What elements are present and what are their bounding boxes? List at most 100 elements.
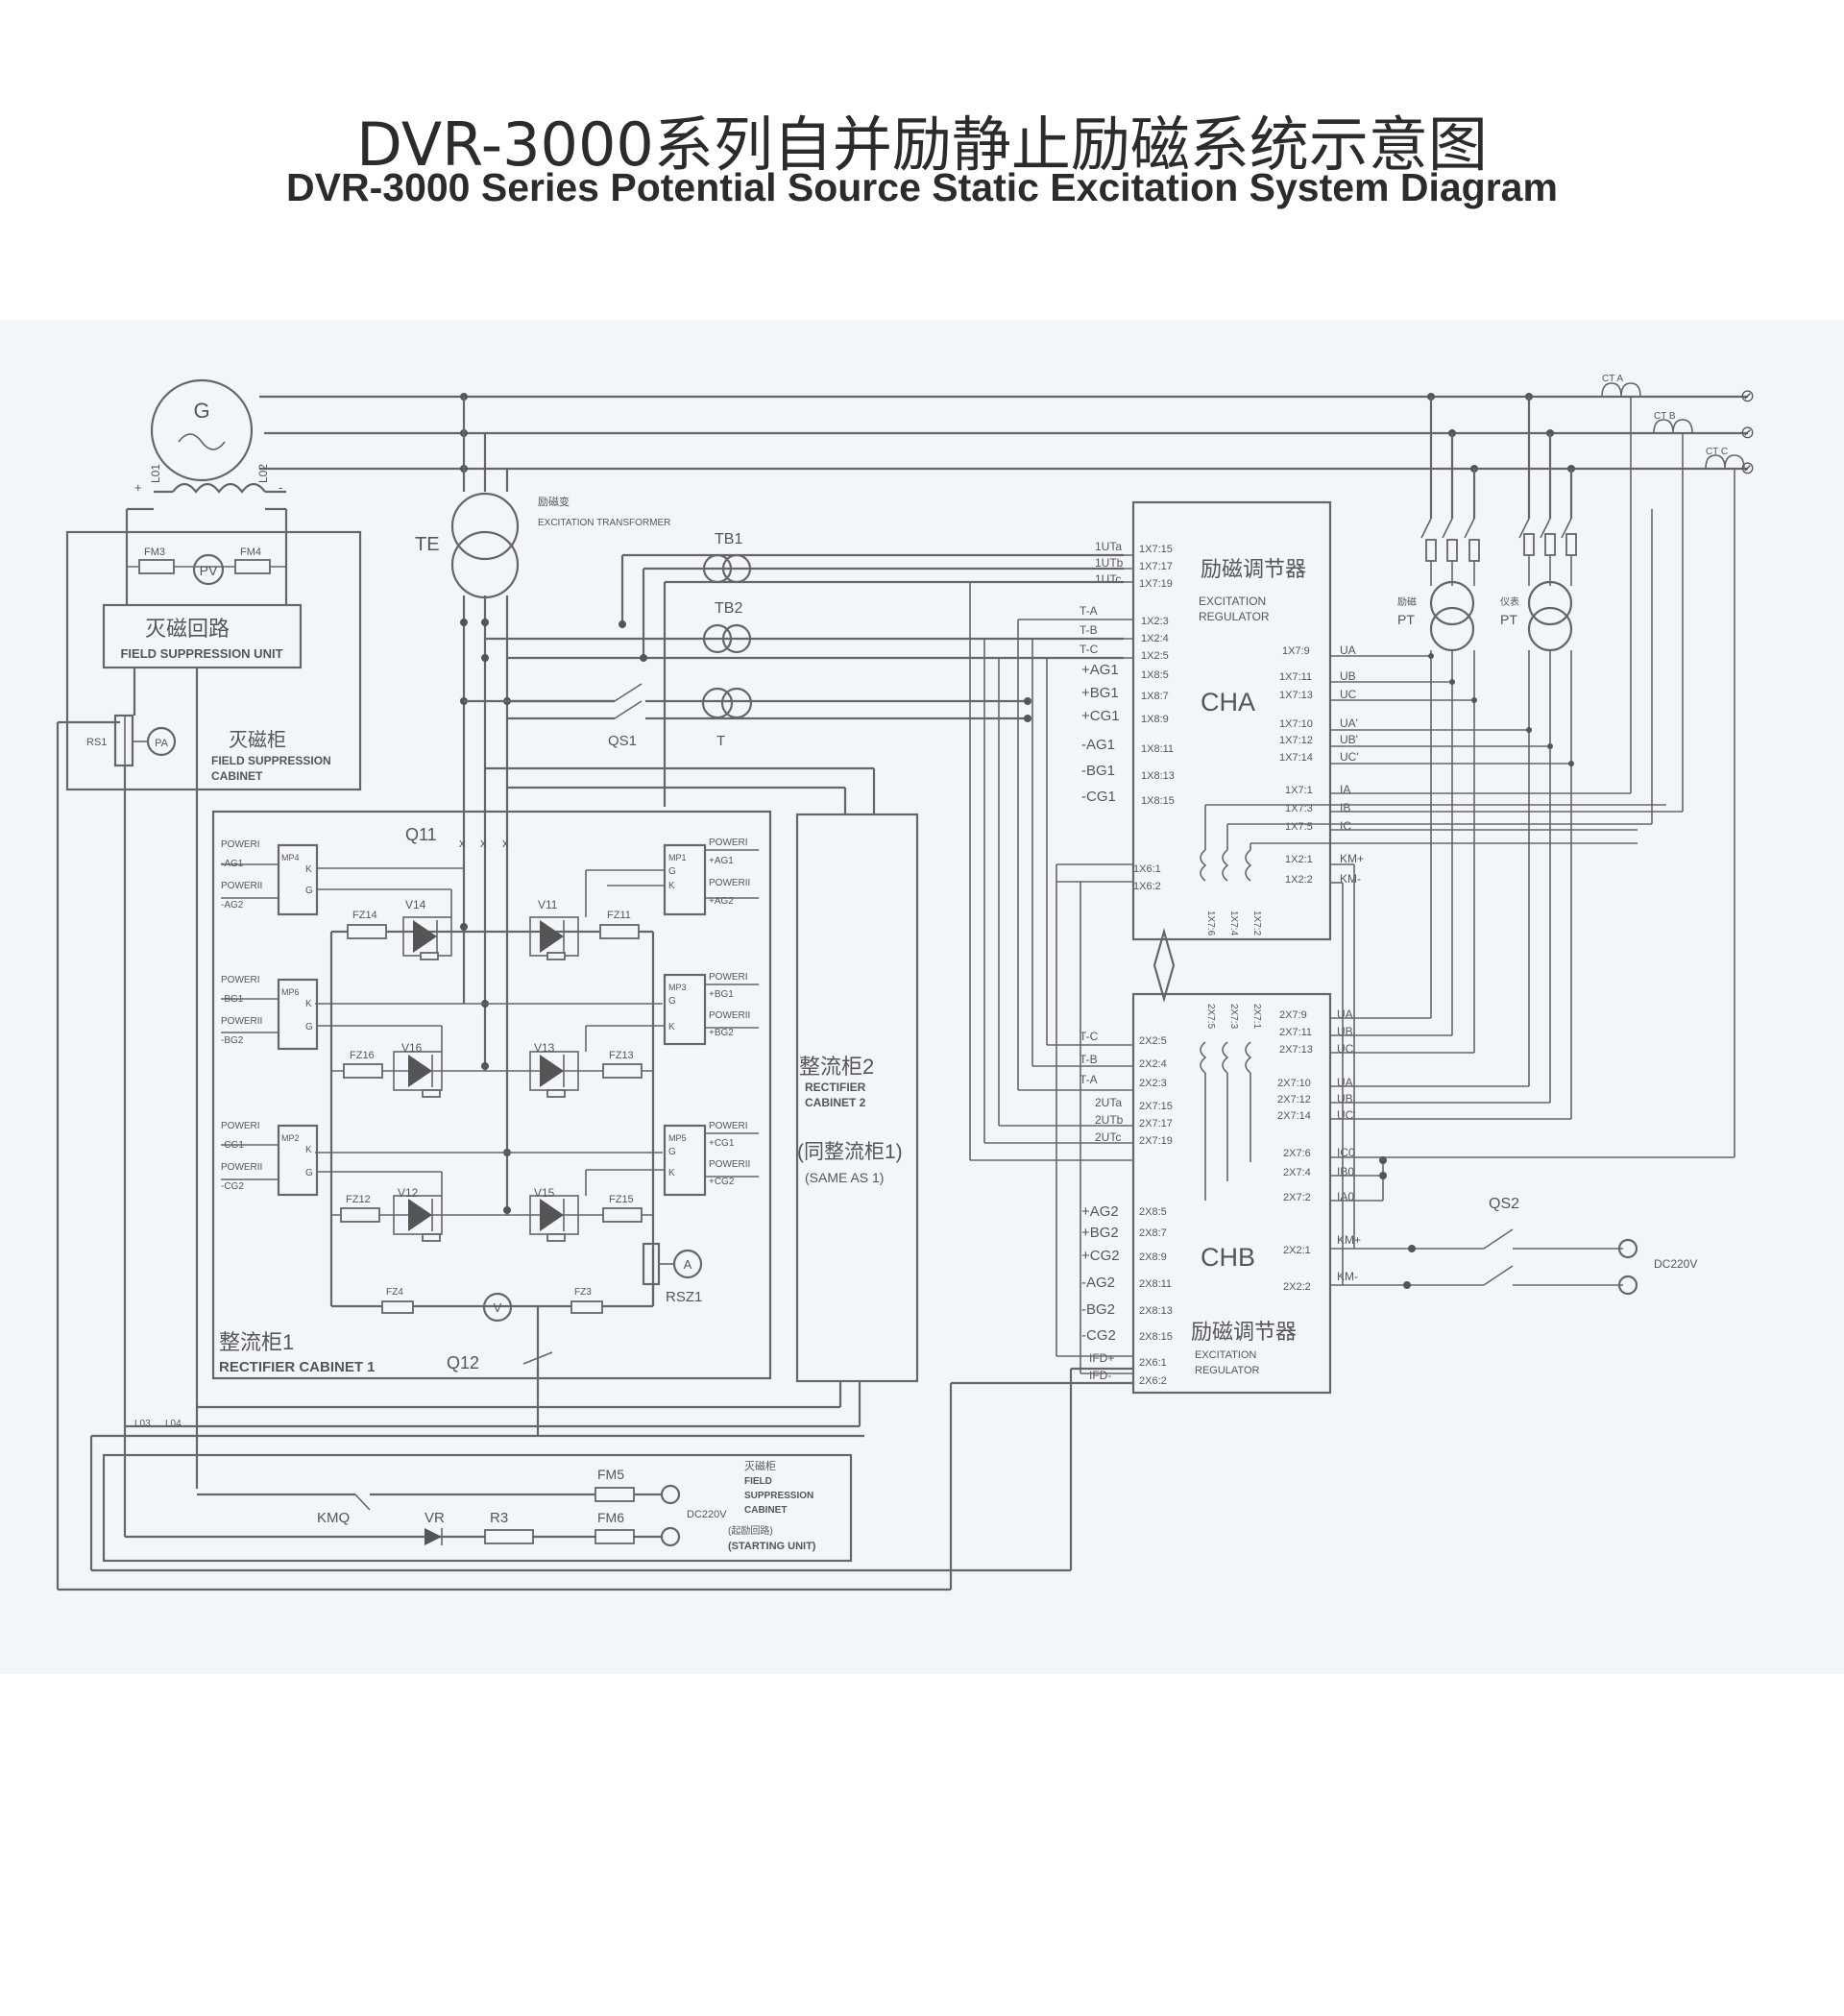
svg-text:IC: IC — [1340, 819, 1351, 833]
svg-text:-CG2: -CG2 — [1081, 1327, 1116, 1344]
ct-c-label: CT C — [1706, 447, 1728, 457]
te-cn: 励磁变 — [538, 495, 570, 508]
mp5-id: MP5 — [668, 1133, 687, 1143]
svg-text:IFD-: IFD- — [1089, 1369, 1111, 1382]
rsz1-label: RSZ1 — [666, 1289, 702, 1305]
svg-text:UA': UA' — [1340, 717, 1358, 730]
svg-text:2X6:2: 2X6:2 — [1139, 1375, 1167, 1387]
svg-text:KM+: KM+ — [1340, 852, 1364, 865]
svg-text:POWERI: POWERI — [709, 1121, 748, 1131]
rc2-note-cn: (同整流柜1) — [797, 1141, 903, 1163]
svg-text:1X7:6: 1X7:6 — [1205, 911, 1216, 936]
cha-name: CHA — [1201, 688, 1255, 717]
svg-text:2X7:17: 2X7:17 — [1139, 1118, 1173, 1129]
svg-text:T-C: T-C — [1080, 643, 1099, 656]
title-en: DVR-3000 Series Potential Source Static … — [286, 165, 1558, 209]
svg-text:IC0: IC0 — [1337, 1146, 1355, 1159]
generator-symbol: G — [193, 399, 209, 423]
ct-a-label: CT A — [1602, 374, 1623, 384]
regulator-cha: 励磁调节器 EXCITATION REGULATOR CHA 1X7:15 1X… — [1080, 500, 1666, 1004]
thyristor-v11: V11 — [529, 898, 579, 960]
svg-text:1X8:11: 1X8:11 — [1141, 743, 1174, 755]
svg-text:2X7:5: 2X7:5 — [1205, 1004, 1216, 1030]
fz16-label: FZ16 — [350, 1050, 375, 1061]
svg-text:UB': UB' — [1340, 733, 1358, 746]
voltmeter-v: V — [494, 1300, 502, 1315]
pt-exc-label: PT — [1397, 612, 1415, 627]
svg-text:1X7:17: 1X7:17 — [1139, 561, 1173, 572]
tb2-label: TB2 — [715, 600, 742, 617]
svg-text:+BG2: +BG2 — [709, 1028, 734, 1038]
svg-text:1X7:3: 1X7:3 — [1285, 803, 1313, 814]
rc1-en: RECTIFIER CABINET 1 — [219, 1359, 376, 1375]
svg-text:2X8:13: 2X8:13 — [1139, 1305, 1173, 1317]
svg-text:1X7:15: 1X7:15 — [1139, 544, 1173, 555]
lead-l03: L03 — [134, 1419, 151, 1429]
svg-text:2X8:15: 2X8:15 — [1139, 1331, 1173, 1343]
svg-text:T-A: T-A — [1080, 604, 1098, 618]
svg-text:UC: UC — [1340, 688, 1357, 701]
rc2-en-2: CABINET 2 — [805, 1096, 866, 1109]
svg-text:+AG2: +AG2 — [1081, 1203, 1119, 1220]
thyristor-v14: V14 — [402, 898, 452, 960]
ct-b-label: CT B — [1654, 411, 1676, 422]
svg-text:POWERII: POWERII — [709, 878, 750, 888]
schematic-canvas: G + L01 L02 - FM3 FM4 PV 灭磁回路 FIELD SUPP… — [56, 374, 1755, 1591]
svg-text:-CG2: -CG2 — [221, 1181, 244, 1192]
v16-label: V16 — [401, 1041, 423, 1055]
svg-text:2X8:11: 2X8:11 — [1139, 1278, 1172, 1290]
fz3-label: FZ3 — [574, 1287, 592, 1298]
svg-text:UB: UB — [1337, 1025, 1353, 1038]
svg-text:KM+: KM+ — [1337, 1233, 1361, 1247]
svg-text:-BG1: -BG1 — [221, 994, 244, 1005]
svg-text:-CG1: -CG1 — [221, 1140, 244, 1151]
svg-text:2X2:2: 2X2:2 — [1283, 1281, 1311, 1293]
svg-text:+CG1: +CG1 — [709, 1138, 735, 1149]
svg-text:K: K — [668, 881, 675, 891]
pt-exc-cn: 励磁 — [1397, 595, 1417, 608]
te-label: TE — [415, 534, 440, 555]
svg-text:IFD+: IFD+ — [1089, 1351, 1114, 1365]
svg-text:UC': UC' — [1337, 1108, 1356, 1122]
chb-cn: 励磁调节器 — [1191, 1320, 1297, 1344]
svg-text:2X7:12: 2X7:12 — [1277, 1094, 1311, 1105]
svg-text:-AG1: -AG1 — [1081, 737, 1115, 753]
gen-plus: + — [134, 480, 142, 495]
svg-text:2X2:4: 2X2:4 — [1139, 1058, 1167, 1070]
svg-text:T-A: T-A — [1080, 1073, 1098, 1086]
svg-text:⊘: ⊘ — [1740, 458, 1755, 477]
start-cn2: (起励回路) — [728, 1524, 773, 1537]
ammeter-a: A — [684, 1257, 692, 1272]
svg-text:G: G — [668, 996, 676, 1007]
svg-text:2X7:9: 2X7:9 — [1279, 1009, 1307, 1021]
svg-text:2X8:7: 2X8:7 — [1139, 1227, 1167, 1239]
svg-text:-BG1: -BG1 — [1081, 763, 1115, 779]
svg-text:-AG2: -AG2 — [221, 900, 244, 911]
svg-text:⊘: ⊘ — [1740, 386, 1755, 405]
svg-text:2X6:1: 2X6:1 — [1139, 1357, 1167, 1369]
svg-text:UA: UA — [1340, 644, 1356, 657]
svg-text:+BG2: +BG2 — [1081, 1225, 1119, 1241]
svg-text:2UTb: 2UTb — [1095, 1113, 1124, 1127]
tb1-label: TB1 — [715, 531, 742, 547]
svg-text:x: x — [459, 836, 466, 850]
svg-text:-BG2: -BG2 — [221, 1035, 244, 1046]
svg-text:-BG2: -BG2 — [1081, 1301, 1115, 1318]
svg-text:1X7:11: 1X7:11 — [1279, 671, 1312, 683]
svg-text:EXCITATION: EXCITATION — [1195, 1349, 1256, 1361]
svg-text:1X8:15: 1X8:15 — [1141, 795, 1175, 807]
svg-text:1X2:4: 1X2:4 — [1141, 633, 1169, 644]
svg-text:CABINET: CABINET — [744, 1505, 787, 1516]
r3-label: R3 — [490, 1510, 508, 1526]
kmq-label: KMQ — [317, 1510, 350, 1526]
pulse-module-mp5: MP5 GK POWERI +CG1 POWERII +CG2 — [585, 1121, 759, 1197]
svg-text:1X2:1: 1X2:1 — [1285, 854, 1313, 865]
pulse-module-mp6: MP6 KG POWERI -BG1 POWERII -BG2 — [221, 975, 443, 1052]
svg-text:-AG2: -AG2 — [1081, 1275, 1115, 1291]
svg-text:1X7:19: 1X7:19 — [1139, 578, 1173, 590]
svg-text:2X2:1: 2X2:1 — [1283, 1245, 1311, 1256]
svg-text:T-B: T-B — [1080, 623, 1098, 637]
start-en2: (STARTING UNIT) — [728, 1541, 816, 1552]
svg-text:1X2:3: 1X2:3 — [1141, 616, 1169, 627]
